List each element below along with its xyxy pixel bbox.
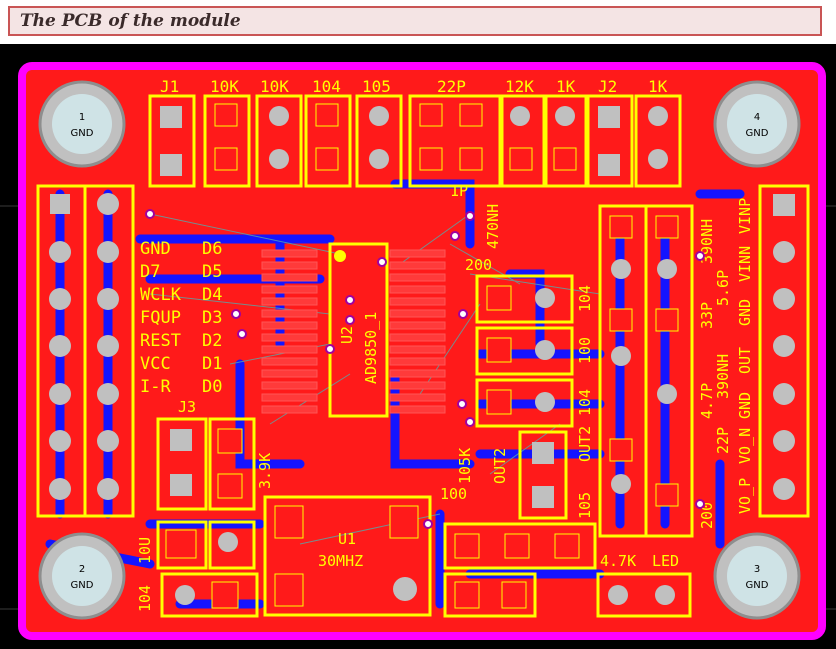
label-j2: J2 [598, 77, 617, 96]
mid-components [475, 204, 694, 538]
pin-label-vcc: VCC [140, 354, 171, 374]
right-value-22p: 22P [714, 427, 732, 454]
label-47k: 4.7K [600, 552, 636, 570]
hole-3-net: GND [746, 580, 769, 591]
label-10u: 10U [136, 537, 154, 564]
hole-1-num: 1 [79, 112, 85, 123]
label-j1: J1 [160, 77, 179, 96]
hole-2-num: 2 [79, 564, 85, 575]
caption-title: The PCB of the module [20, 11, 241, 31]
label-104-b: 104 [576, 389, 594, 416]
label-105: 105 [362, 77, 391, 96]
label-470nh: 470NH [484, 204, 502, 249]
left-pin-labels: GND D7 WCLK FQUP REST VCC I-R D6 D5 D4 D… [140, 239, 222, 397]
u2-ref: U2 [338, 326, 356, 344]
mounting-hole-4: 4 GND [713, 80, 801, 168]
label-1p: 1P [450, 182, 468, 200]
label-105k: 105K [456, 448, 474, 484]
left-header [36, 184, 135, 518]
top-components [148, 94, 682, 188]
right-value-200: 200 [698, 502, 716, 529]
pin-label-wclk: WCLK [140, 285, 182, 305]
mounting-hole-3: 3 GND [713, 532, 801, 620]
right-value-33p: 33P [698, 302, 716, 329]
mounting-hole-1: 1 GND [38, 80, 126, 168]
misc-labels: 1P 470NH 200 104 100 104 105 OUT2 OUT2 1… [136, 182, 679, 612]
j3-header [156, 417, 256, 511]
pin-label-d2: D2 [202, 331, 222, 351]
mounting-hole-2: 2 GND [38, 532, 126, 620]
crystal-u1: U1 30MHZ [263, 495, 432, 617]
label-104: 104 [312, 77, 341, 96]
caption-bar: The PCB of the module [8, 6, 822, 36]
label-104-a: 104 [576, 285, 594, 312]
right-label-vinn: VINN [736, 246, 754, 282]
label-200: 200 [465, 256, 492, 274]
pin-label-ir: I-R [140, 377, 171, 397]
pin-label-d3: D3 [202, 308, 222, 328]
hole-3-num: 3 [754, 564, 760, 575]
right-labels: VINP VINN GND OUT GND VO_N VO_P 390NH 5.… [698, 198, 754, 529]
pin-label-rest: REST [140, 331, 181, 351]
label-104-c: 104 [136, 585, 154, 612]
hole-4-num: 4 [754, 112, 760, 123]
label-1k-b: 1K [648, 77, 668, 96]
label-10k-b: 10K [260, 77, 289, 96]
vias [145, 209, 705, 529]
right-label-vop: VO_P [736, 478, 754, 514]
hole-2-net: GND [71, 580, 94, 591]
pin-label-d5: D5 [202, 262, 222, 282]
hole-1-net: GND [71, 128, 94, 139]
right-value-390nh-b: 390NH [714, 354, 732, 399]
right-value-56p: 5.6P [714, 270, 732, 306]
pin-label-fqup: FQUP [140, 308, 181, 328]
right-label-von: VO_N [736, 428, 754, 464]
chip-u2: U2 AD9850_1 [261, 242, 446, 418]
label-1k-a: 1K [556, 77, 576, 96]
label-22p: 22P [437, 77, 466, 96]
right-label-gnd-a: GND [736, 299, 754, 326]
pin-label-gnd: GND [140, 239, 171, 259]
label-j3: J3 [178, 398, 196, 416]
label-out2-b: OUT2 [491, 448, 509, 484]
label-39k: 3.9K [256, 453, 274, 489]
hole-4-net: GND [746, 128, 769, 139]
pin-label-d6: D6 [202, 239, 222, 259]
right-value-47p: 4.7P [698, 383, 716, 419]
right-label-vinp: VINP [736, 198, 754, 234]
pin-label-d4: D4 [202, 285, 222, 305]
label-10k-a: 10K [210, 77, 239, 96]
pin-label-d7: D7 [140, 262, 160, 282]
right-label-out: OUT [736, 347, 754, 374]
pcb-layout-view: 1 GND 2 GND 3 GND 4 GND [0, 44, 836, 649]
pin-label-d0: D0 [202, 377, 222, 397]
u1-ref: U1 [338, 530, 356, 548]
top-labels: J1 10K 10K 104 105 22P 12K 1K J2 1K [160, 77, 668, 96]
right-header [758, 184, 810, 518]
label-105: 105 [576, 492, 594, 519]
label-led: LED [652, 552, 679, 570]
u2-part: AD9850_1 [362, 312, 380, 384]
label-100-a: 100 [576, 337, 594, 364]
label-12k: 12K [505, 77, 534, 96]
label-100-b: 100 [440, 485, 467, 503]
right-label-gnd-b: GND [736, 392, 754, 419]
label-out2-a: OUT2 [576, 426, 594, 462]
bottom-components [156, 520, 692, 618]
pin-label-d1: D1 [202, 354, 222, 374]
u1-part: 30MHZ [318, 552, 363, 570]
